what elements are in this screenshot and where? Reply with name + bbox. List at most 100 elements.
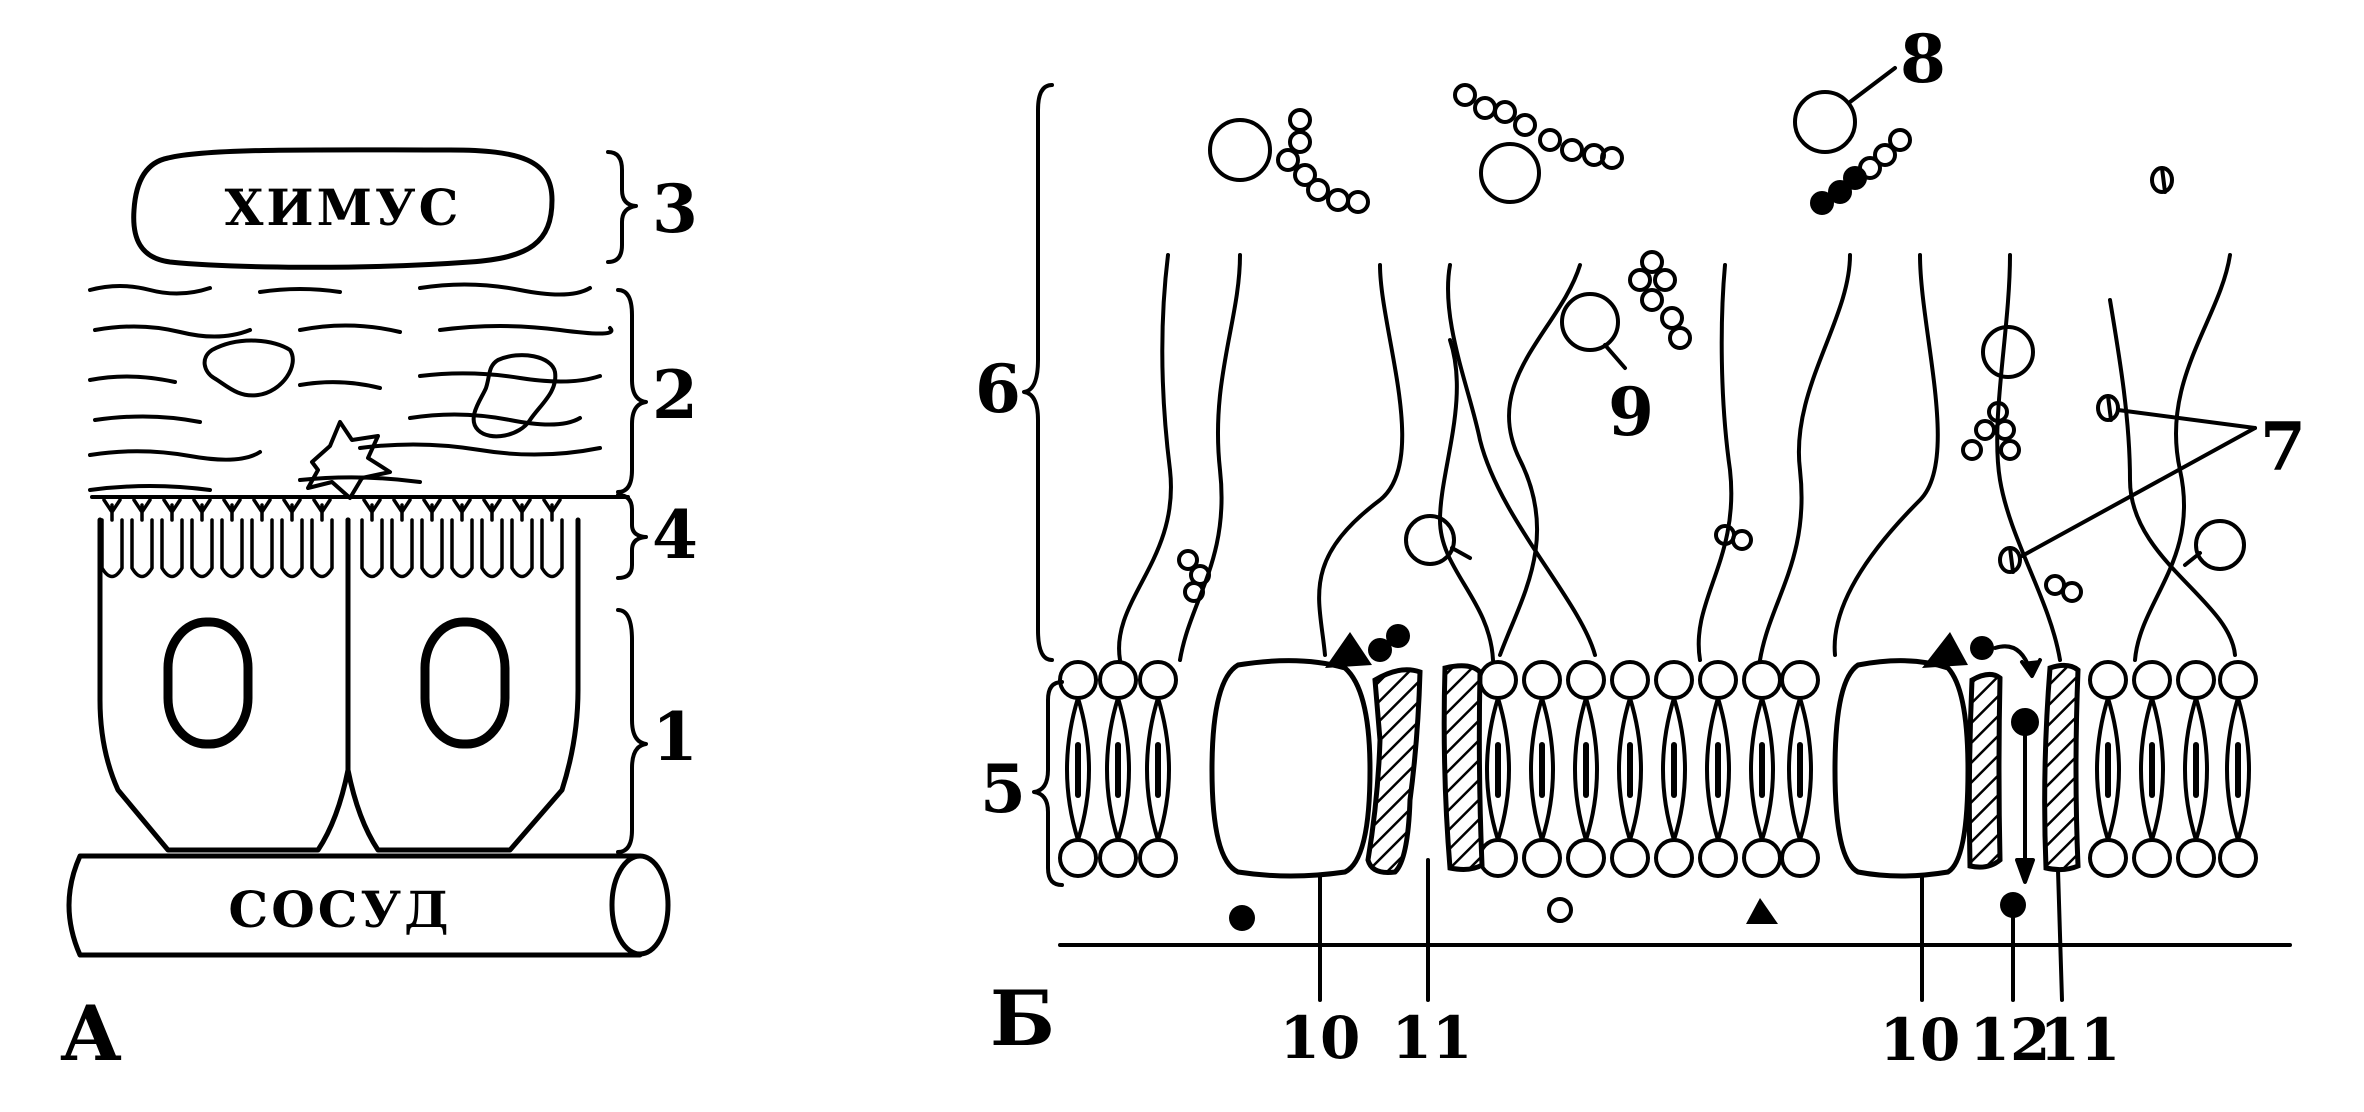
panel-b: 6 5 8 9 7 10 11 10 12 11 Б bbox=[975, 20, 2306, 1074]
absorption-markers bbox=[1998, 166, 2257, 574]
lipid-molecule bbox=[1654, 660, 1694, 700]
chyme-blob bbox=[131, 147, 555, 270]
mucus-particle bbox=[202, 338, 295, 398]
enzyme-molecule bbox=[1177, 514, 2246, 603]
brace-3 bbox=[606, 150, 638, 264]
lipid-molecule bbox=[1705, 696, 1731, 842]
bottom-label-11b: 11 bbox=[2040, 1006, 2121, 1074]
lipid-molecule bbox=[1522, 660, 1562, 700]
membrane-enzyme-left bbox=[1209, 658, 1373, 879]
lipid-molecule bbox=[1661, 696, 1687, 842]
lipid-molecule bbox=[1529, 696, 1555, 842]
microvillus-tip bbox=[392, 498, 412, 522]
lipid-molecule bbox=[1478, 660, 1518, 700]
microvillus-tip bbox=[312, 498, 332, 522]
bottom-pointers bbox=[1318, 858, 2064, 1002]
enterocyte-nucleus bbox=[163, 617, 253, 749]
lipid-molecule bbox=[1780, 838, 1820, 878]
lipid-molecule bbox=[1749, 696, 1775, 842]
lipid-molecule bbox=[1105, 696, 1131, 842]
membrane-enzyme-right bbox=[1832, 658, 1971, 879]
panel-a-label: А bbox=[60, 989, 122, 1078]
enterocyte-nucleus bbox=[420, 617, 510, 749]
lipid-molecule bbox=[1566, 660, 1606, 700]
microvillus bbox=[250, 518, 274, 579]
lipid-molecule bbox=[2218, 838, 2258, 878]
label-5: 5 bbox=[980, 750, 1026, 828]
enzyme-molecule bbox=[1961, 325, 2035, 461]
lipid-molecule bbox=[1787, 696, 1813, 842]
lipid-molecule bbox=[1145, 696, 1171, 842]
lipid-bilayer bbox=[1058, 660, 2258, 878]
microvillus-tip bbox=[482, 498, 502, 522]
chyme-label: ХИМУС bbox=[225, 178, 462, 237]
bottom-label-10: 10 bbox=[1280, 1004, 1361, 1072]
microvillus-tip bbox=[132, 498, 152, 522]
lipid-molecule bbox=[2132, 838, 2172, 878]
label-9: 9 bbox=[1608, 373, 1654, 451]
layer-label-4: 4 bbox=[652, 496, 698, 574]
enterocyte-left bbox=[97, 517, 351, 853]
mucus-layer bbox=[88, 282, 614, 492]
microvillus bbox=[510, 518, 534, 579]
lipid-molecule bbox=[1698, 660, 1738, 700]
lipid-molecule bbox=[2139, 696, 2165, 842]
microvillus bbox=[220, 518, 244, 579]
lipid-molecule bbox=[1742, 660, 1782, 700]
lipid-molecule bbox=[2088, 838, 2128, 878]
layer-label-3: 3 bbox=[652, 170, 698, 248]
transport-arrow bbox=[1993, 644, 2042, 884]
absorbed-molecules bbox=[1229, 892, 2026, 931]
microvillus bbox=[480, 518, 504, 579]
lipid-molecule bbox=[1138, 838, 1178, 878]
microvillus bbox=[540, 518, 564, 579]
microvillus-tip bbox=[282, 498, 302, 522]
microvillus bbox=[310, 518, 334, 579]
lipid-molecule bbox=[1698, 838, 1738, 878]
enzyme-molecule-9 bbox=[1560, 250, 1692, 370]
lipid-molecule bbox=[2176, 660, 2216, 700]
enzyme-molecule bbox=[1208, 108, 1370, 214]
lipid-molecule bbox=[1742, 838, 1782, 878]
label-6: 6 bbox=[975, 350, 1021, 428]
microvillus bbox=[450, 518, 474, 579]
microvillus bbox=[360, 518, 384, 579]
lipid-molecule bbox=[2225, 696, 2251, 842]
layer-label-2: 2 bbox=[652, 356, 698, 434]
brace-2 bbox=[616, 288, 648, 494]
lipid-molecule bbox=[1566, 838, 1606, 878]
lipid-molecule bbox=[1573, 696, 1599, 842]
mucus-particle bbox=[471, 353, 558, 439]
bottom-label-10b: 10 bbox=[1880, 1006, 1961, 1074]
microvillus bbox=[390, 518, 414, 579]
lipid-molecule bbox=[1617, 696, 1643, 842]
layer-label-1: 1 bbox=[652, 698, 698, 776]
enzyme-molecule-8 bbox=[1793, 66, 1912, 215]
microvillus bbox=[160, 518, 184, 579]
glycocalyx-threads bbox=[1117, 253, 2237, 662]
carrier-protein-right bbox=[1966, 672, 2003, 870]
enzyme-active-sites bbox=[1325, 624, 1994, 668]
lipid-molecule bbox=[2132, 660, 2172, 700]
lipid-molecule bbox=[1058, 838, 1098, 878]
panel-b-label: Б bbox=[990, 974, 1055, 1063]
lipid-molecule bbox=[2218, 660, 2258, 700]
microvillus bbox=[130, 518, 154, 579]
microvillus-tip bbox=[222, 498, 242, 522]
lipid-molecule bbox=[1065, 696, 1091, 842]
lipid-molecule bbox=[2176, 838, 2216, 878]
blood-vessel-end bbox=[609, 853, 671, 957]
carrier-protein-left bbox=[1365, 667, 1423, 875]
lipid-molecule bbox=[1098, 660, 1138, 700]
lipid-molecule bbox=[1654, 838, 1694, 878]
lipid-molecule bbox=[1098, 838, 1138, 878]
microvillus bbox=[420, 518, 444, 579]
microvillus bbox=[280, 518, 304, 579]
microvillus-tip bbox=[452, 498, 472, 522]
enterocyte-right bbox=[345, 517, 581, 853]
label-8: 8 bbox=[1900, 20, 1946, 98]
lipid-molecule bbox=[2183, 696, 2209, 842]
microvillus-tip bbox=[422, 498, 442, 522]
panel-a: ХИМУС bbox=[60, 147, 698, 1078]
lipid-molecule bbox=[1138, 660, 1178, 700]
